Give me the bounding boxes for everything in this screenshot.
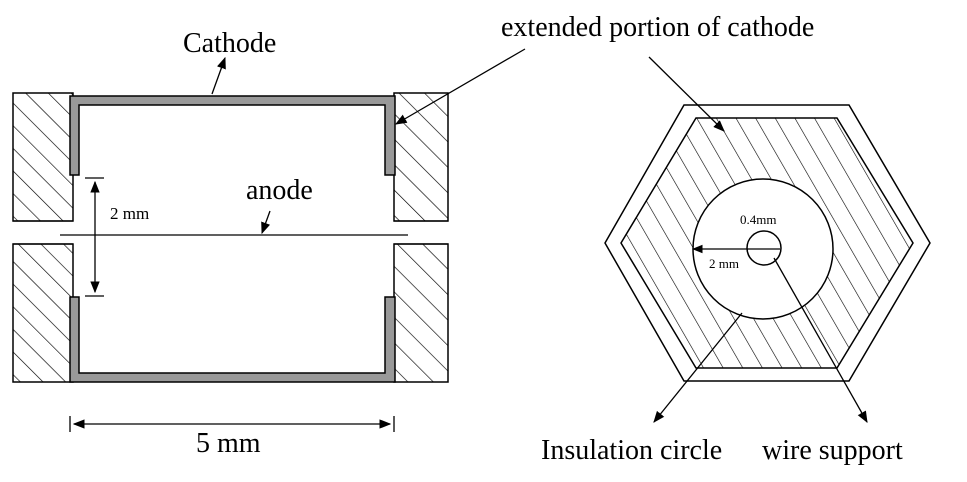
anode-label: anode xyxy=(246,175,313,206)
insulation-circle-label: Insulation circle xyxy=(541,435,722,466)
cathode-upper-wall xyxy=(69,95,396,176)
insulation-diameter-label: 2 mm xyxy=(709,256,739,271)
gap-label: 2 mm xyxy=(110,204,149,223)
cathode-lower-wall xyxy=(69,296,396,383)
extended-cathode-pointer-right xyxy=(648,56,725,132)
wire-support-label: wire support xyxy=(762,435,903,466)
cross-section-view: 2 mm anode Cathode 5 mm xyxy=(12,28,449,459)
wire-support-pointer xyxy=(773,257,868,424)
left-lower-insulator xyxy=(12,243,74,383)
width-dimension xyxy=(69,416,395,432)
anode-pointer xyxy=(261,210,271,235)
end-view: 0.4mm 2 mm extended portion of cathode I… xyxy=(394,12,931,466)
right-lower-insulator xyxy=(393,243,449,383)
wire-support-circle xyxy=(746,230,782,266)
left-upper-insulator xyxy=(12,92,74,222)
width-label: 5 mm xyxy=(196,428,261,459)
extended-cathode-label: extended portion of cathode xyxy=(501,12,814,43)
extended-cathode-pointer-left xyxy=(394,48,526,125)
gap-dimension xyxy=(85,177,104,297)
cathode-pointer xyxy=(211,56,226,95)
cathode-label: Cathode xyxy=(183,28,276,59)
right-upper-insulator xyxy=(393,92,449,222)
insulation-circle-pointer xyxy=(653,312,743,423)
wire-channel xyxy=(13,220,448,245)
wire-diameter-label: 0.4mm xyxy=(740,212,776,227)
